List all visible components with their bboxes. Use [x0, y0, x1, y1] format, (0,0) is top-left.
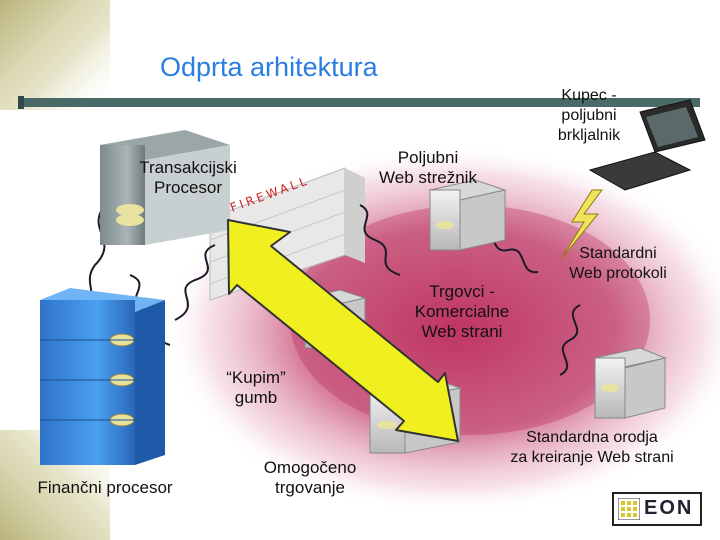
transaction-processor-tower	[100, 130, 230, 245]
web-server-icon	[428, 179, 507, 251]
eon-logo: EON	[612, 492, 702, 526]
lightning-bolt-icon	[561, 189, 603, 259]
label-transaction-processor: Transakcijski Procesor	[139, 158, 237, 197]
label-merchants: Trgovci - Komercialne Web strani	[414, 282, 510, 341]
page-title: Odprta arhitektura	[160, 52, 378, 82]
logo-text: EON	[644, 497, 694, 519]
laptop-icon	[588, 99, 706, 191]
logo-grid-icon	[618, 498, 640, 520]
trade-double-arrow	[227, 219, 459, 442]
label-standard-tools: Standardna orodja za kreiranje Web stran…	[510, 429, 674, 466]
label-buyer-browser: Kupec - poljubni brkljalnik	[557, 87, 621, 144]
label-web-protocols: Standardni Web protokoli	[569, 245, 667, 282]
corner-decoration-top-left	[0, 0, 110, 110]
label-financial-processor: Finančni procesor	[37, 478, 173, 497]
financial-processor-tower	[40, 288, 165, 465]
label-buy-button: “Kupim” gumb	[226, 368, 286, 407]
title-underline	[18, 96, 700, 109]
merchant-server-icon	[593, 347, 667, 419]
label-enabled-trading: Omogočeno trgovanje	[263, 458, 357, 497]
label-web-server: Poljubni Web strežnik	[379, 148, 477, 187]
